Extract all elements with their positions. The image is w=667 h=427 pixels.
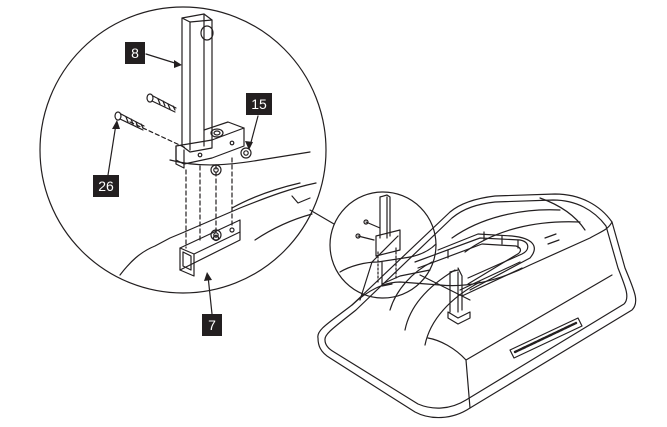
post-part-8	[181, 13, 214, 153]
bracket	[175, 121, 245, 169]
callout-part-7: 7	[202, 314, 222, 336]
leader-arrows	[107, 53, 259, 315]
nut-lower	[210, 164, 222, 241]
callout-part-15: 15	[246, 93, 272, 115]
detail-circle-large	[39, 6, 327, 294]
callout-part-8: 8	[125, 42, 145, 64]
tube-part-7	[179, 219, 241, 277]
base-unit	[317, 193, 637, 419]
bolt-upper	[146, 93, 177, 113]
alignment-lines	[185, 157, 233, 249]
callout-part-26: 26	[93, 175, 119, 197]
nut-part-15	[240, 147, 252, 159]
bolt-part-26	[114, 111, 145, 131]
detail-circle-small	[329, 191, 437, 299]
brand-label-plate	[509, 317, 583, 359]
leader-line-detail	[309, 209, 335, 225]
handle-frame	[414, 231, 535, 325]
